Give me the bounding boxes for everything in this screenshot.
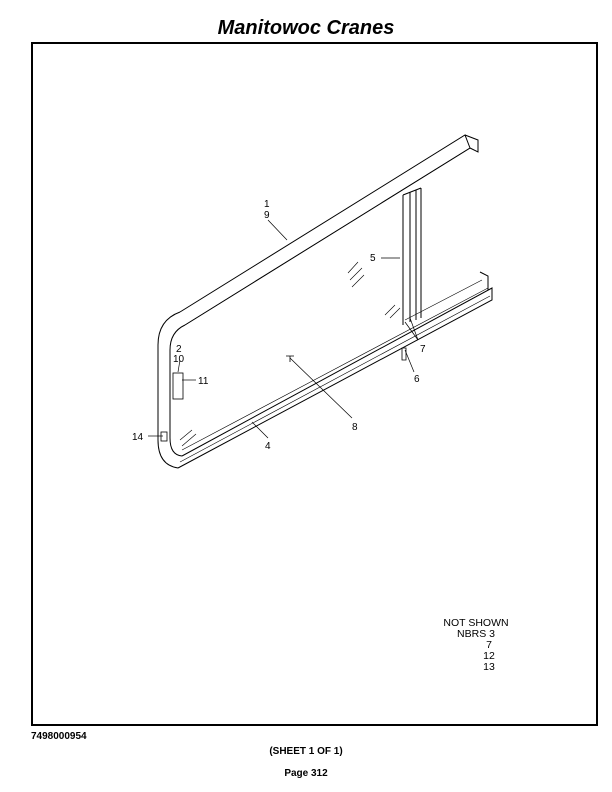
glass-hatch	[347, 261, 365, 288]
callout-5: 5	[370, 253, 376, 264]
frame-top-rail	[179, 134, 471, 326]
leader-7	[404, 317, 419, 341]
frame-bottom-rail-low	[179, 295, 491, 463]
page-title: Manitowoc Cranes	[217, 17, 395, 39]
pin	[286, 355, 294, 362]
notes-line-3: 12	[483, 650, 495, 662]
callout-7: 7	[420, 344, 426, 355]
notes-heading: NOT SHOWN	[443, 617, 509, 629]
vertical-divider	[402, 188, 422, 325]
frame-top-cap	[464, 134, 479, 153]
screw	[401, 347, 407, 361]
notes-line-1: NBRS 3	[457, 628, 495, 640]
latch-block	[172, 372, 184, 400]
sheet-indicator: (SHEET 1 OF 1)	[269, 746, 343, 757]
bottom-clip	[160, 431, 168, 442]
callout-6: 6	[414, 374, 420, 385]
callout-4: 4	[265, 441, 271, 452]
callout-10: 10	[173, 354, 185, 365]
notes-line-4: 13	[483, 661, 495, 673]
leader-4	[251, 421, 269, 439]
callout-1: 1	[264, 199, 270, 210]
frame-bottom-rail	[177, 287, 493, 469]
callout-8: 8	[352, 422, 358, 433]
not-shown-notes: NOT SHOWN NBRS 3 7 12 13	[426, 618, 526, 673]
callout-9: 9	[264, 210, 270, 221]
frame-bottom-rail-mid	[181, 287, 489, 451]
frame-bottom-end	[479, 271, 489, 290]
callout-2: 2	[176, 344, 182, 355]
callout-11: 11	[198, 376, 209, 387]
document-number: 7498000954	[31, 731, 87, 742]
frame-left-corner-inner	[169, 324, 186, 457]
notes-line-2: 7	[486, 639, 492, 651]
page-number: Page 312	[284, 768, 328, 779]
leader-1	[267, 219, 288, 241]
leader-8	[289, 357, 353, 419]
leader-2	[177, 359, 181, 373]
callout-14: 14	[132, 432, 144, 443]
frame-left-corner-outer	[157, 311, 181, 469]
frame-top-rail-inner	[184, 147, 471, 326]
drawing-frame	[31, 42, 598, 726]
leader-6	[404, 349, 415, 373]
